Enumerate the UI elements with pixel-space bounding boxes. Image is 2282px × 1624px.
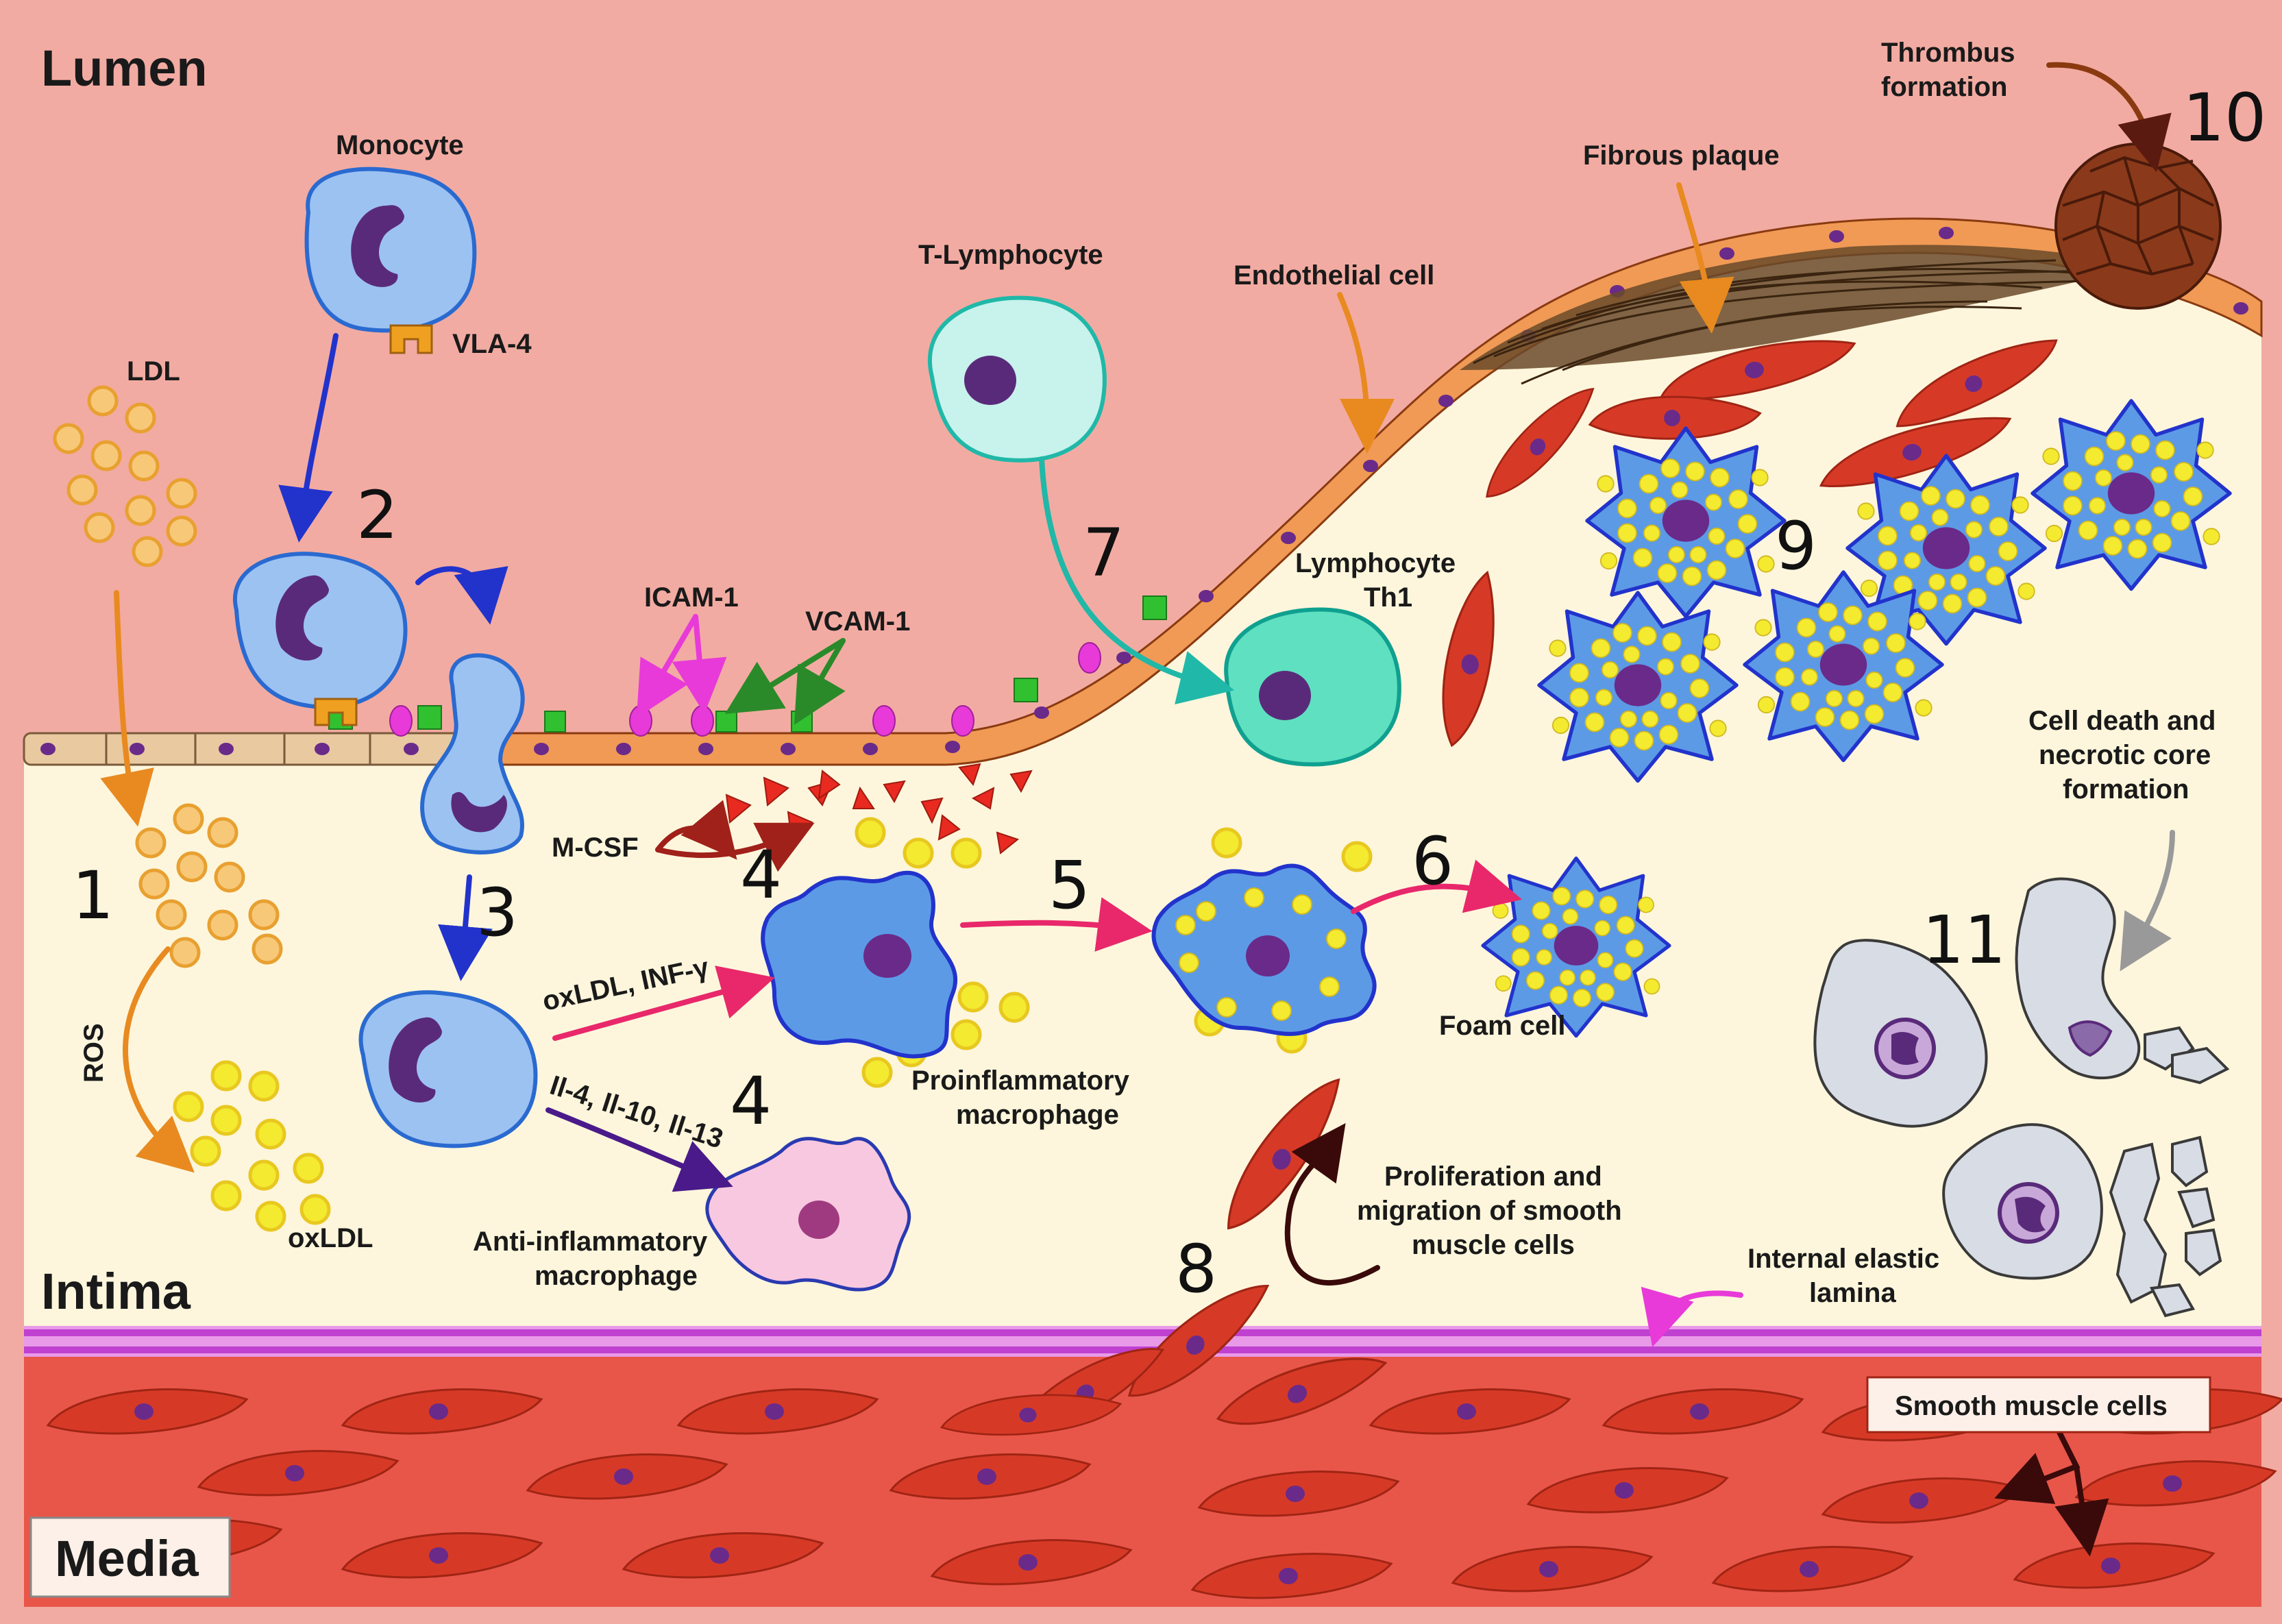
label-foam-cell: Foam cell: [1439, 1011, 1566, 1041]
label-proinflammatory: Proinflammatory: [911, 1066, 1130, 1096]
label-proliferation-2: migration of smooth: [1357, 1196, 1622, 1226]
label-ros: ROS: [79, 1023, 109, 1083]
adhesion-molecules: [328, 595, 1167, 737]
label-internal-elastic-2: lamina: [1809, 1278, 1896, 1308]
step-8: 8: [1175, 1231, 1217, 1307]
foam-cell: [1483, 859, 1669, 1036]
thrombus: [2054, 143, 2222, 310]
step-4a: 4: [740, 837, 782, 913]
label-fibrous-plaque: Fibrous plaque: [1583, 140, 1780, 171]
step-4b: 4: [730, 1063, 772, 1140]
step-2: 2: [356, 477, 398, 554]
label-thrombus-2: formation: [1881, 72, 2007, 102]
monocyte-differentiating: [358, 990, 538, 1148]
label-lymphocyte: Lymphocyte: [1295, 548, 1456, 578]
arrows: [100, 62, 2175, 1557]
label-icam1: ICAM-1: [644, 582, 739, 613]
monocyte-rolling: [233, 552, 408, 726]
region-lumen: Lumen: [41, 40, 208, 97]
label-smooth-muscle-cells: Smooth muscle cells: [1895, 1391, 2168, 1421]
label-thrombus: Thrombus: [1881, 38, 2015, 68]
step-6: 6: [1412, 823, 1453, 900]
lymphocyte-th1: [1224, 607, 1401, 767]
label-oxldl: oxLDL: [288, 1223, 373, 1253]
step-7: 7: [1083, 515, 1125, 591]
label-anti-inflammatory: Anti-inflammatory: [473, 1227, 708, 1257]
label-mcsf: M-CSF: [552, 833, 639, 863]
label-lymphocyte-th1: Th1: [1364, 582, 1412, 613]
proinflammatory-macrophage: [761, 870, 958, 1059]
monocyte-transmigrating: [420, 653, 525, 854]
step-3: 3: [476, 874, 518, 951]
region-intima: Intima: [41, 1263, 191, 1320]
step-11: 11: [1922, 902, 2006, 979]
label-proinflammatory-2: macrophage: [956, 1100, 1119, 1130]
label-proliferation: Proliferation and: [1384, 1161, 1602, 1192]
step-9: 9: [1775, 508, 1817, 585]
anti-inflammatory-macrophage: [705, 1137, 911, 1292]
label-internal-elastic: Internal elastic: [1747, 1244, 1939, 1274]
monocyte-circulating: [304, 167, 477, 354]
region-media: Media: [55, 1530, 199, 1587]
label-cell-death: Cell death and: [2028, 706, 2216, 736]
label-cell-death-2: necrotic core: [2039, 740, 2211, 770]
label-monocyte: Monocyte: [336, 130, 464, 160]
label-ldl: LDL: [127, 356, 180, 386]
dying-cells: [1813, 877, 2230, 1318]
step-10: 10: [2183, 79, 2266, 156]
label-proliferation-3: muscle cells: [1412, 1230, 1575, 1260]
label-t-lymphocyte: T-Lymphocyte: [918, 240, 1103, 270]
smc-label-box: [1866, 1376, 2211, 1434]
label-anti-inflammatory-2: macrophage: [535, 1261, 698, 1291]
label-vla4: VLA-4: [452, 329, 532, 359]
media-label-box: [29, 1516, 231, 1598]
endothelium-healthy: [23, 732, 478, 766]
step-5: 5: [1048, 847, 1090, 924]
t-lymphocyte: [927, 295, 1107, 463]
label-endothelial-cell: Endothelial cell: [1234, 260, 1434, 291]
lipid-laden-macrophage: [1151, 863, 1377, 1036]
label-cell-death-3: formation: [2063, 774, 2189, 804]
step-1: 1: [72, 857, 114, 934]
label-vcam1: VCAM-1: [805, 606, 910, 637]
